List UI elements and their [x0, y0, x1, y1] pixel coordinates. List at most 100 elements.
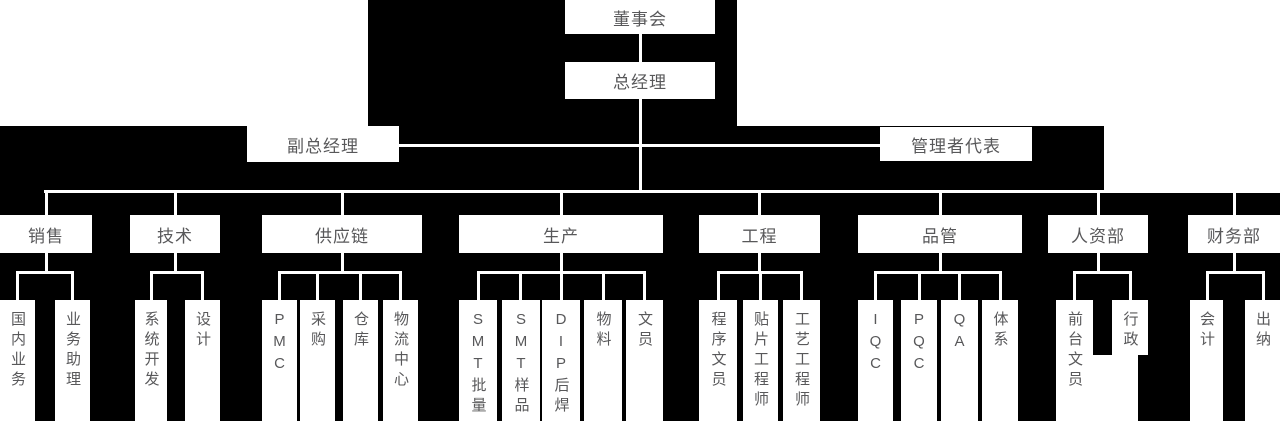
role-label: 会计 [1198, 311, 1215, 351]
role-label: 前台文员 [1066, 311, 1083, 391]
connector-line [1073, 271, 1076, 300]
connector-line [173, 190, 177, 215]
dept-label: 销售 [28, 226, 64, 246]
connector-line [43, 189, 1237, 193]
connector-line [958, 271, 961, 300]
dept-box-sales: 销售 [0, 215, 92, 253]
dept-box-engineering: 工程 [699, 215, 820, 253]
role-strip: 采购 [300, 300, 335, 421]
role-label: 仓库 [352, 311, 369, 351]
connector-line [938, 190, 942, 215]
role-label: 系统开发 [142, 311, 160, 391]
dept-label: 人资部 [1071, 226, 1125, 246]
role-label: DIP后焊 [552, 311, 570, 417]
role-label: 业务助理 [64, 311, 81, 391]
dept-box-hr: 人资部 [1048, 215, 1148, 253]
role-label: 文员 [636, 311, 653, 351]
role-strip: QA [941, 300, 978, 421]
management-representative-label: 管理者代表 [911, 136, 1001, 156]
dept-box-quality: 品管 [858, 215, 1022, 253]
connector-line [340, 253, 344, 272]
role-label: SMT样品 [512, 311, 530, 417]
connector-line [16, 271, 19, 300]
role-strip: DIP后焊 [542, 300, 580, 421]
role-label: SMT批量 [469, 311, 487, 417]
connector-line [1206, 271, 1209, 300]
dept-label: 工程 [741, 226, 778, 246]
bg-patch-top-left [0, 0, 368, 126]
management-representative-box: 管理者代表 [880, 127, 1032, 161]
role-strip: 贴片工程师 [743, 300, 778, 421]
role-strip: 系统开发 [135, 300, 167, 421]
role-label: 行政 [1121, 311, 1139, 351]
role-label: 贴片工程师 [752, 311, 769, 411]
connector-line [559, 190, 563, 215]
role-label: 国内业务 [9, 311, 26, 391]
dept-box-production: 生产 [459, 215, 663, 253]
connector-line [519, 271, 522, 300]
general-manager-box: 总经理 [565, 62, 715, 99]
role-label: 物料 [594, 311, 612, 351]
connector-line [874, 271, 877, 300]
bg-patch-hr-bottom [1093, 355, 1138, 421]
role-strip: IQC [858, 300, 893, 421]
bg-patch-right-mid [1104, 126, 1280, 193]
dept-box-supply-chain: 供应链 [262, 215, 422, 253]
connector-line [643, 271, 646, 300]
connector-line [16, 271, 74, 274]
role-strip: 物料 [584, 300, 622, 421]
connector-line [399, 144, 881, 147]
role-strip: 国内业务 [0, 300, 35, 421]
role-label: 出纳 [1254, 311, 1271, 351]
board-label: 董事会 [613, 9, 667, 29]
connector-line [998, 271, 1002, 300]
role-label: 体系 [991, 311, 1009, 351]
connector-line [759, 271, 762, 300]
role-label: 工艺工程师 [793, 311, 810, 411]
connector-line [278, 271, 402, 274]
role-label: 设计 [194, 311, 211, 351]
role-strip: 业务助理 [55, 300, 90, 421]
connector-line [1073, 271, 1132, 274]
dept-box-technology: 技术 [130, 215, 220, 253]
role-label: 采购 [309, 311, 326, 351]
connector-line [874, 271, 1002, 274]
connector-line [44, 253, 48, 272]
connector-line [359, 271, 362, 300]
connector-line [476, 271, 480, 300]
role-strip: 文员 [626, 300, 663, 421]
connector-line [758, 190, 761, 215]
connector-line [917, 271, 921, 300]
role-strip: 程序文员 [699, 300, 737, 421]
connector-line [601, 271, 605, 300]
role-strip: SMT样品 [502, 300, 540, 421]
bg-patch-top-right [737, 0, 1280, 126]
dept-label: 技术 [157, 226, 193, 246]
connector-line [173, 253, 177, 272]
role-strip: 仓库 [343, 300, 378, 421]
connector-line [638, 34, 642, 62]
connector-line [1128, 271, 1132, 300]
role-strip: 设计 [185, 300, 220, 421]
board-box: 董事会 [565, 0, 715, 34]
connector-line [800, 271, 803, 300]
role-strip: 体系 [982, 300, 1018, 421]
dept-box-finance: 财务部 [1188, 215, 1280, 253]
connector-line [1232, 190, 1236, 215]
connector-line [44, 190, 48, 215]
connector-line [1261, 271, 1265, 300]
role-label: PQC [910, 311, 928, 377]
dept-label: 生产 [543, 226, 579, 246]
connector-line [340, 190, 344, 215]
connector-line [1096, 253, 1100, 272]
dept-label: 供应链 [315, 226, 369, 246]
general-manager-label: 总经理 [613, 73, 667, 92]
connector-line [150, 271, 204, 274]
role-strip: PQC [901, 300, 937, 421]
dept-label: 品管 [922, 226, 958, 246]
role-label: QA [951, 311, 968, 355]
connector-line [1096, 190, 1100, 215]
connector-line [278, 271, 281, 300]
deputy-general-manager-box: 副总经理 [247, 126, 399, 162]
connector-line [399, 271, 402, 300]
